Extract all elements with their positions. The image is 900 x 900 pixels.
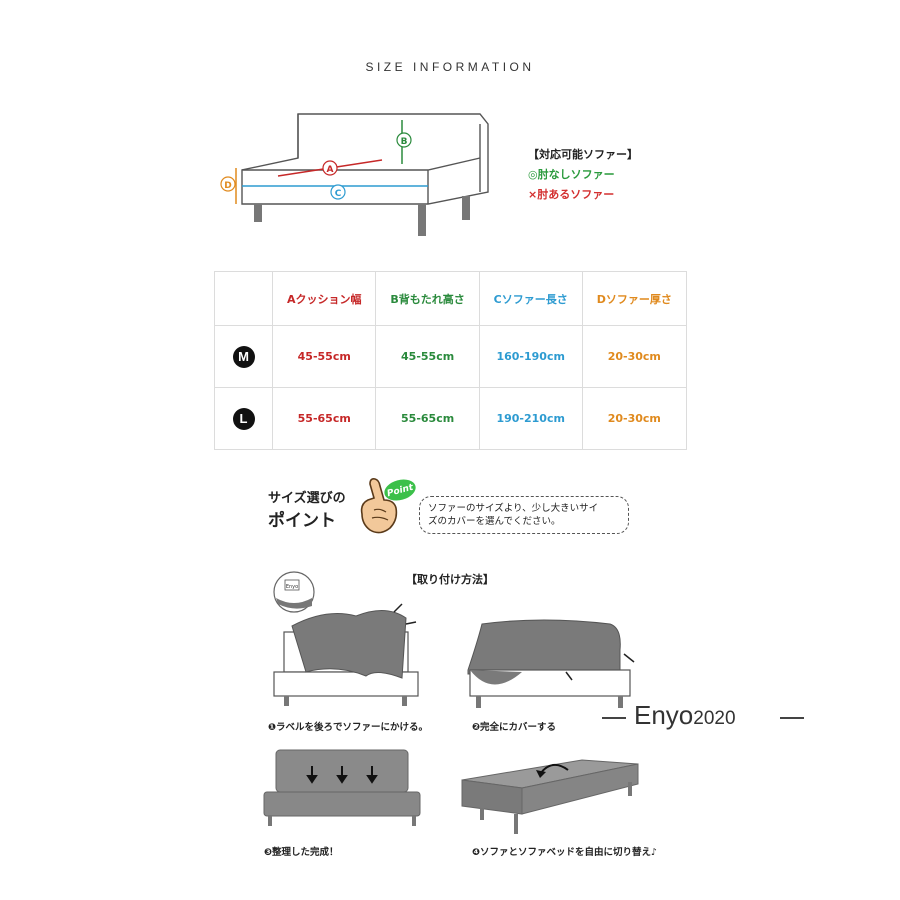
label-c-badge [330,184,346,200]
table-cell: 45-55cm [271,325,377,388]
size-badge: M [232,345,255,368]
label-d-badge [220,176,236,192]
table-row: M 45-55cm 45-55cm 160-190cm 20-30cm [214,325,688,388]
watermark-name: Enyo [634,700,694,730]
pointing-hand-icon: Point [360,478,416,534]
label-c: C [335,189,342,199]
label-tag-text: Enyo [286,584,298,590]
table-corner [214,271,273,326]
table-row: L 55-65cm 55-65cm 190-210cm 20-30cm [214,387,688,450]
sofa-dimension-diagram: A B C D [220,113,489,236]
tip-line1: ソファーのサイズより、少し大きいサイ [428,503,599,514]
size-cell: M [214,325,273,388]
table-cell: 160-190cm [478,325,583,388]
compatible-sofa-info: 【対応可能ソファー】 ◎肘なしソファー ×肘あるソファー [528,145,638,205]
watermark: Enyo2020 [602,700,807,734]
down-arrow-icons [306,766,378,784]
compat-ng: ×肘あるソファー [528,188,615,201]
page-title: SIZE INFORMATION [365,60,535,74]
label-d: D [224,181,231,191]
watermark-year: 2020 [693,708,736,729]
size-table: Aクッション幅 B背もたれ高さ Cソファー長さ Dソファー厚さ M 45-55c… [214,271,688,450]
table-cell: 20-30cm [581,325,688,388]
sofa-leg [418,204,426,236]
size-badge: L [232,407,255,430]
step4-caption: ❹ソファとソファベッドを自由に切り替え♪ [472,847,658,858]
step2-caption: ❷完全にカバーする [472,722,557,733]
table-cell: 55-65cm [271,387,377,450]
label-b: B [401,137,408,147]
col-header-b: B背もたれ高さ [375,271,480,326]
tip-line2: ズのカバーを選んでください。 [428,516,561,527]
table-cell: 190-210cm [478,387,583,450]
table-cell: 55-65cm [375,387,480,450]
step2-illustration [467,619,635,708]
step4-illustration [461,759,639,834]
install-method-title: 【取り付け方法】 [406,573,494,586]
step1-caption: ❶ラベルを後ろでソファーにかける。 [268,722,429,733]
label-a-badge [322,160,338,176]
table-cell: 20-30cm [581,387,688,450]
col-header-d: Dソファー厚さ [581,271,688,326]
point-line1: サイズ選びの [268,491,346,506]
watermark-text: Enyo2020 [634,700,736,731]
table-header-row: Aクッション幅 B背もたれ高さ Cソファー長さ Dソファー厚さ [214,271,688,326]
sofa-leg [254,204,262,222]
table-cell: 45-55cm [375,325,480,388]
step3-caption: ❸整理した完成！ [264,847,339,858]
sofa-leg [462,196,470,220]
point-line2: ポイント [268,511,336,531]
watermark-dash [780,717,804,719]
label-a: A [327,165,334,175]
label-tag [284,579,300,591]
col-header-c: Cソファー長さ [478,271,583,326]
compat-heading: 【対応可能ソファー】 [528,148,638,161]
watermark-dash [602,717,626,719]
col-header-a: Aクッション幅 [271,271,377,326]
point-badge [384,479,416,501]
size-cell: L [214,387,273,450]
compat-ok: ◎肘なしソファー [528,168,615,181]
step3-illustration [263,749,421,826]
size-point-title: サイズ選びの ポイント [268,488,346,532]
step1-illustration: Enyo [273,571,419,706]
size-tip-bubble: ソファーのサイズより、少し大きいサイ ズのカバーを選んでください。 [419,496,629,534]
label-b-badge [396,132,412,148]
